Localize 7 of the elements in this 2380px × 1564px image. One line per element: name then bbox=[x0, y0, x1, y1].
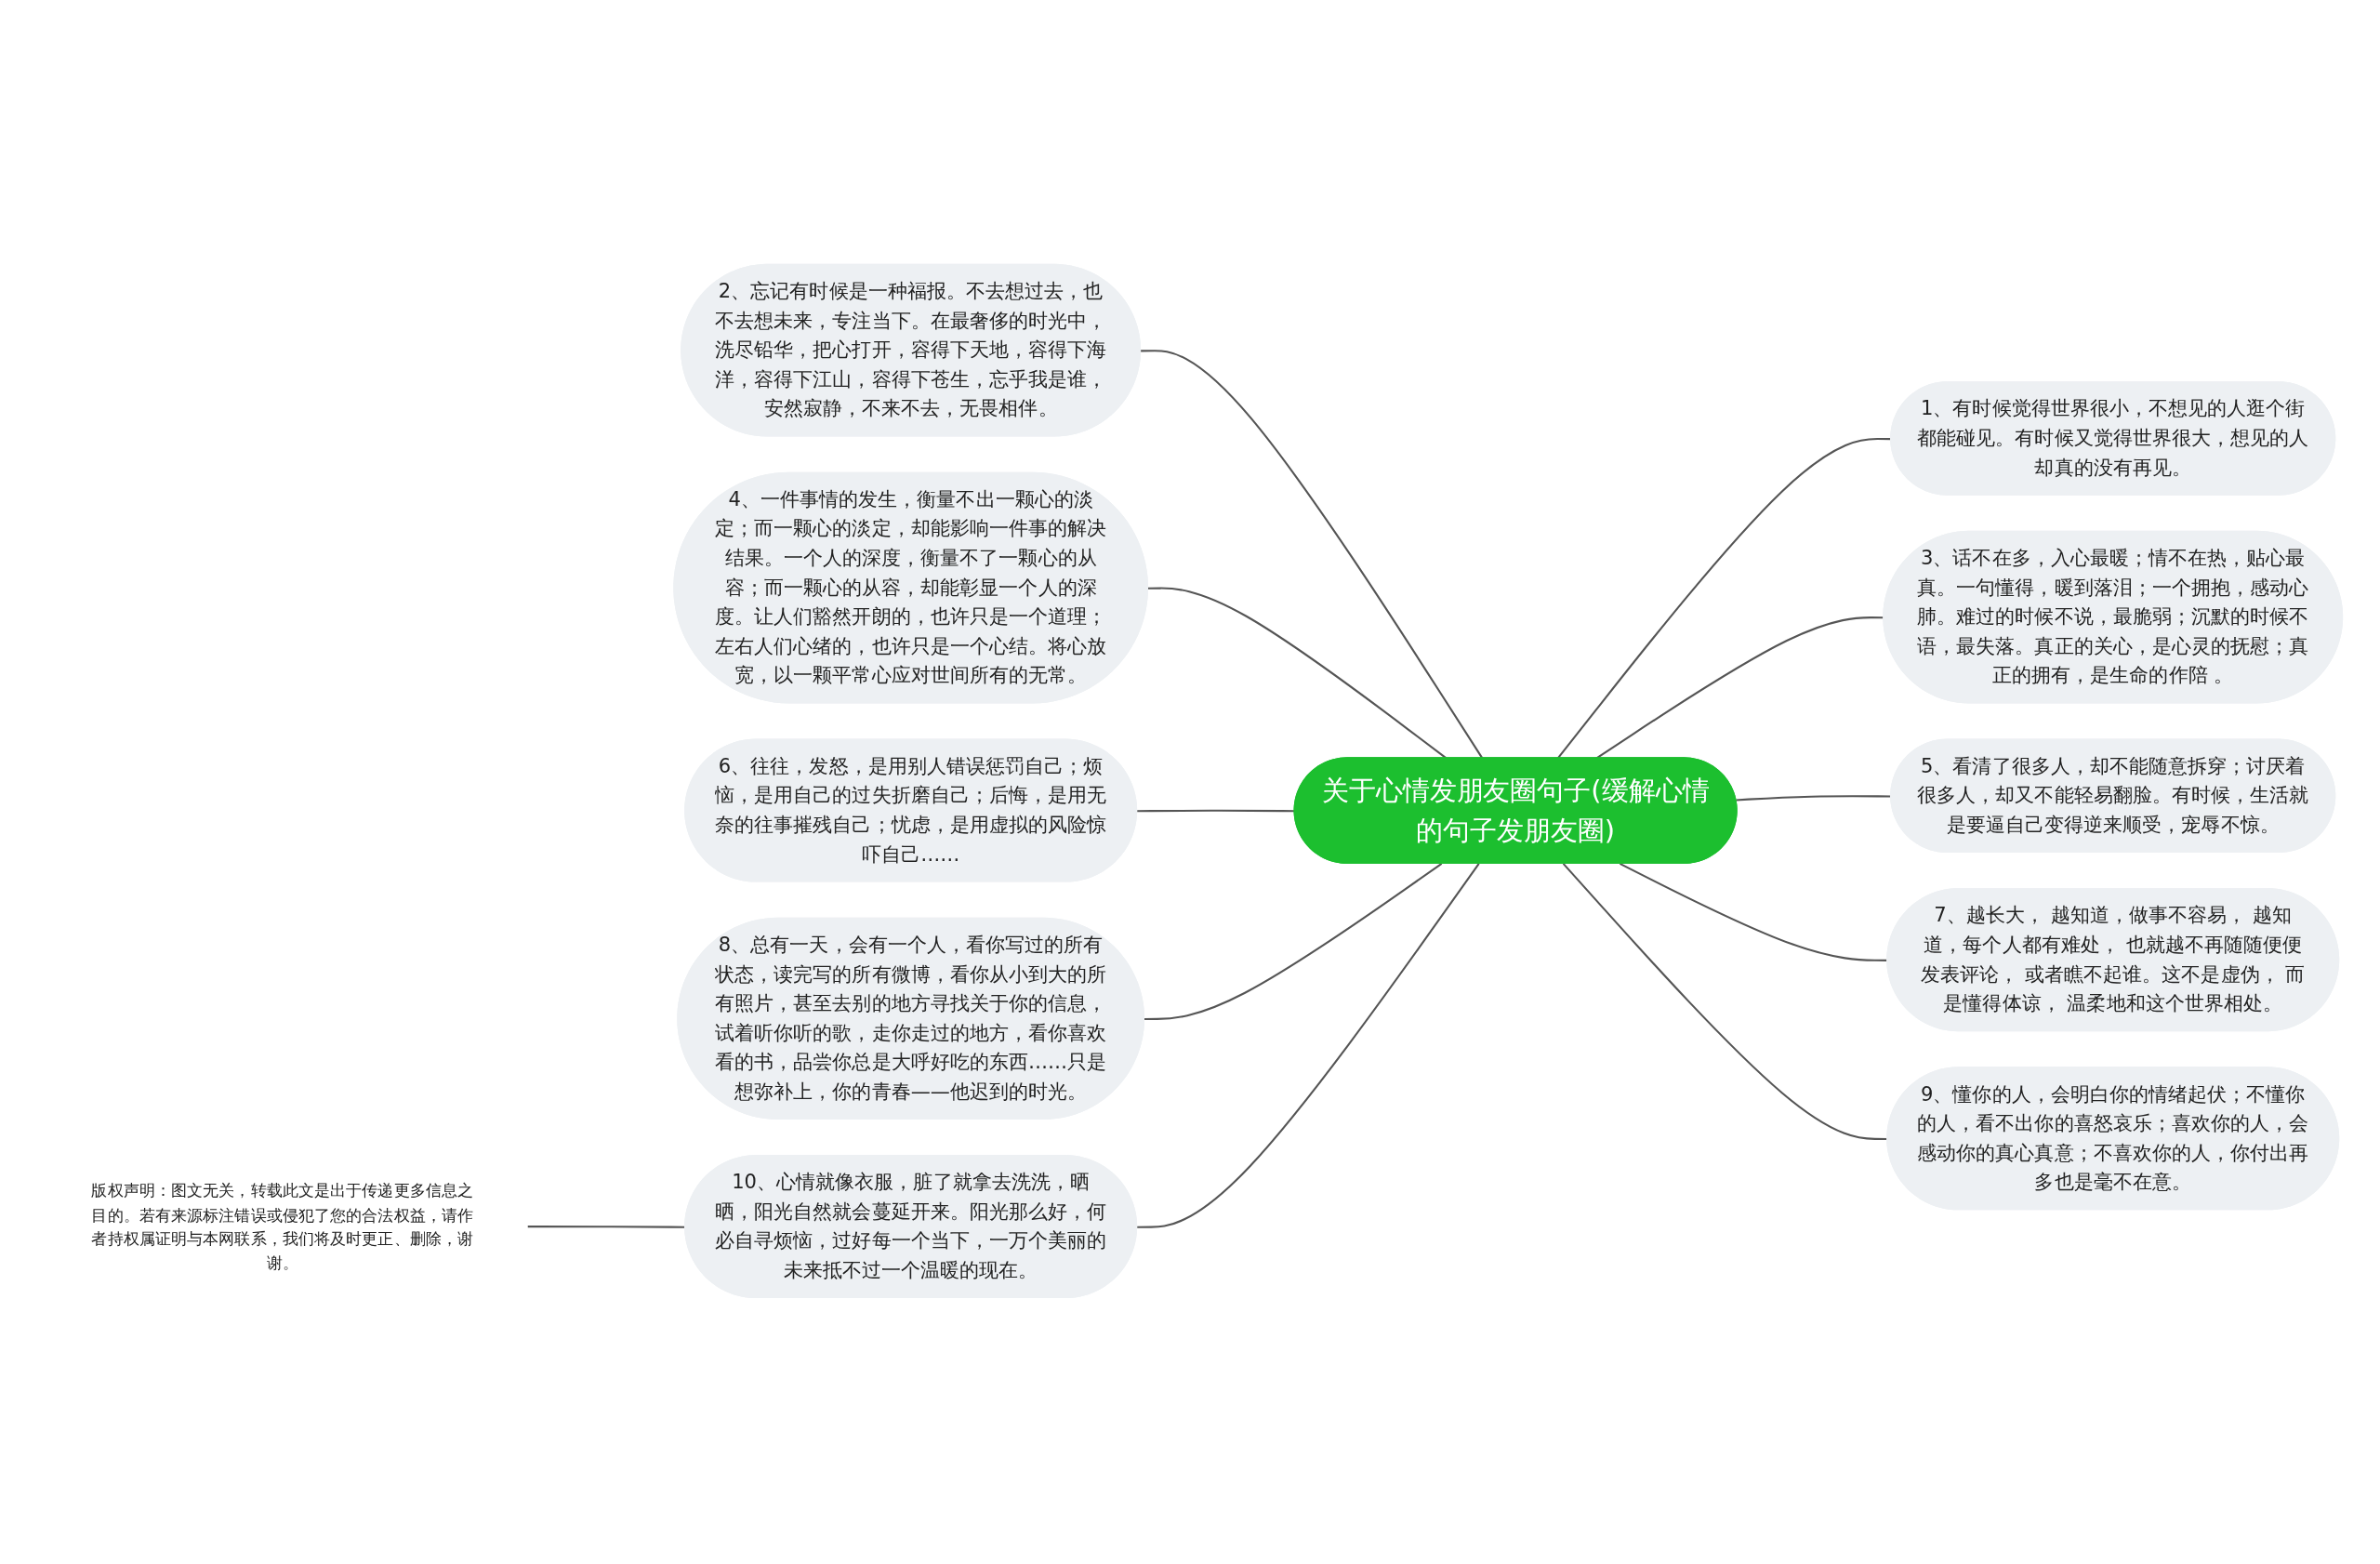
connector bbox=[1595, 616, 1884, 760]
connector bbox=[1147, 587, 1448, 760]
connector bbox=[1141, 350, 1484, 760]
node-text: 版权声明：图文无关，转载此文是出于传递更多信息之目的。若有来源标注错误或侵犯了您的合法权益，请作者持权属证明与本网联系，我们将及时更正、删除，谢谢。 bbox=[91, 1181, 474, 1272]
connector bbox=[1137, 810, 1295, 813]
connector bbox=[1144, 863, 1443, 1021]
connector bbox=[1137, 863, 1480, 1229]
